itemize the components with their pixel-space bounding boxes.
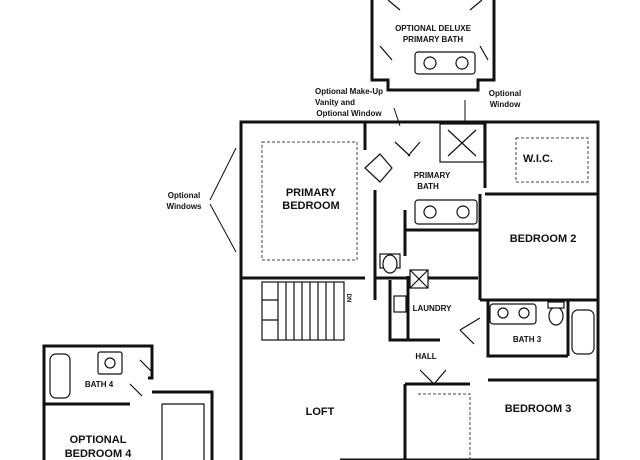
label-bedroom2: BEDROOM 2 bbox=[510, 233, 577, 245]
label-primary-bath-l1: PRIMARY bbox=[414, 171, 451, 180]
optional-bedroom4-walls bbox=[42, 344, 214, 460]
note-optional-deluxe-l2: PRIMARY BATH bbox=[403, 35, 464, 44]
stair-down-mark: DN bbox=[345, 294, 351, 303]
optional-windows-leader bbox=[209, 147, 237, 253]
label-loft: LOFT bbox=[306, 406, 335, 418]
label-hall: HALL bbox=[415, 352, 436, 361]
note-makeup-vanity-l3: Optional Window bbox=[316, 109, 382, 118]
note-optional-deluxe-l1: OPTIONAL DELUXE bbox=[395, 24, 472, 33]
main-floor-walls bbox=[239, 120, 600, 460]
primary-bath-fixtures bbox=[364, 123, 485, 274]
label-primary-bedroom-l2: BEDROOM bbox=[282, 200, 339, 212]
note-optional-windows-l1: Optional bbox=[168, 191, 200, 200]
note-optional-windows-l2: Windows bbox=[166, 202, 202, 211]
label-bedroom3: BEDROOM 3 bbox=[505, 403, 572, 415]
label-laundry: LAUNDRY bbox=[413, 304, 452, 313]
label-primary-bath-l2: BATH bbox=[417, 182, 439, 191]
label-bath4: BATH 4 bbox=[85, 380, 114, 389]
note-makeup-vanity-l2: Vanity and bbox=[315, 98, 355, 107]
note-optional-window-l2: Window bbox=[490, 100, 521, 109]
primary-bedroom-dashed-area bbox=[261, 141, 358, 261]
bath3-fixtures bbox=[489, 301, 595, 355]
note-optional-window-l1: Optional bbox=[489, 89, 521, 98]
label-bath3: BATH 3 bbox=[513, 335, 542, 344]
label-optional-bedroom4-l1: OPTIONAL bbox=[70, 434, 127, 446]
note-makeup-vanity-l1: Optional Make-Up bbox=[315, 87, 383, 96]
stairs bbox=[261, 281, 345, 341]
optional-deluxe-bath-inset bbox=[370, 0, 496, 92]
laundry-fixtures bbox=[393, 269, 429, 313]
label-wic: W.I.C. bbox=[523, 153, 553, 165]
label-optional-bedroom4-l2: BEDROOM 4 bbox=[65, 448, 133, 460]
label-primary-bedroom-l1: PRIMARY bbox=[286, 187, 337, 199]
